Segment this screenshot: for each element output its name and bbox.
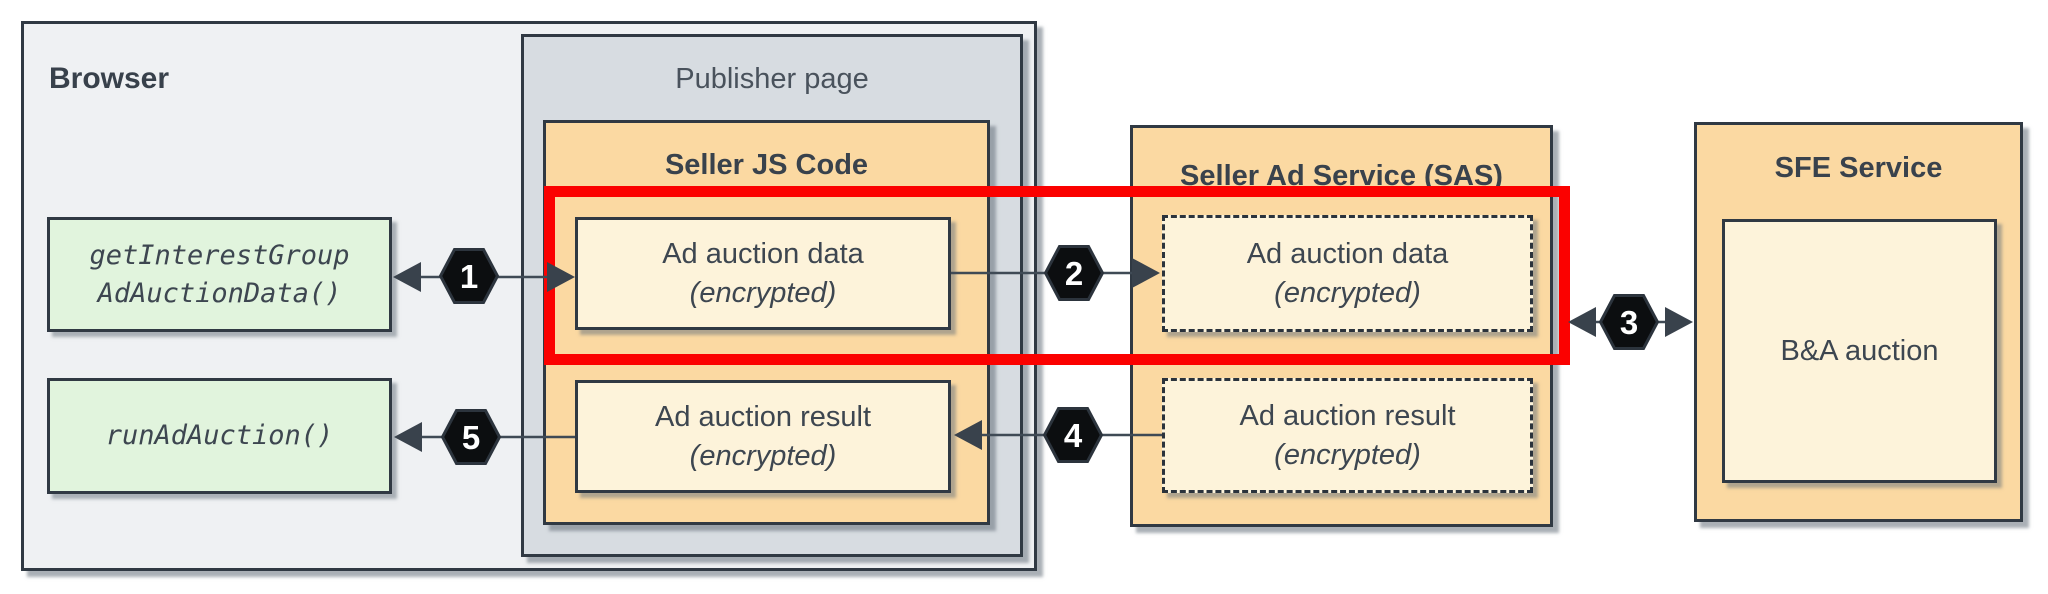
- run-ad-auction-label: runAdAuction(): [105, 420, 334, 451]
- get-interest-group-box: getInterestGroup AdAuctionData(): [47, 217, 392, 332]
- arrow-3-left-head: [1568, 307, 1596, 337]
- step-4-number: 4: [1064, 417, 1083, 454]
- arrow-3-right-head: [1665, 307, 1693, 337]
- sellerjs-ad-auction-result-line2: (encrypted): [689, 439, 837, 472]
- sas-ad-auction-result-box: Ad auction result (encrypted): [1162, 378, 1533, 493]
- ba-auction-label: B&A auction: [1780, 334, 1939, 367]
- sellerjs-ad-auction-result-box: Ad auction result (encrypted): [575, 380, 951, 493]
- sas-ad-auction-result-line1: Ad auction result: [1239, 399, 1456, 432]
- sas-ad-auction-data-box: Ad auction data (encrypted): [1162, 215, 1533, 332]
- publisher-page-label: Publisher page: [675, 63, 869, 95]
- get-interest-group-line1: getInterestGroup: [89, 239, 350, 271]
- sfe-service-title: SFE Service: [1774, 152, 1943, 184]
- highlight-rectangle: [544, 186, 1570, 365]
- step-3-badge: [1598, 294, 1660, 350]
- sellerjs-ad-auction-data-line1: Ad auction data: [662, 237, 864, 270]
- sas-ad-auction-data-line2: (encrypted): [1274, 276, 1421, 309]
- sas-ad-auction-data-line1: Ad auction data: [1246, 237, 1449, 270]
- sellerjs-ad-auction-data-line2: (encrypted): [689, 276, 837, 309]
- step-3-number: 3: [1620, 304, 1638, 341]
- browser-label: Browser: [49, 62, 170, 95]
- ba-auction-box: B&A auction: [1722, 219, 1997, 483]
- get-interest-group-line2: AdAuctionData(): [97, 277, 342, 309]
- sas-ad-auction-result-line2: (encrypted): [1274, 438, 1421, 471]
- step-4-badge: [1042, 407, 1104, 463]
- run-ad-auction-box: runAdAuction(): [47, 378, 392, 494]
- sellerjs-ad-auction-data-box: Ad auction data (encrypted): [575, 217, 951, 330]
- sellerjs-ad-auction-result-line1: Ad auction result: [654, 400, 871, 433]
- seller-js-code-title: Seller JS Code: [664, 149, 869, 181]
